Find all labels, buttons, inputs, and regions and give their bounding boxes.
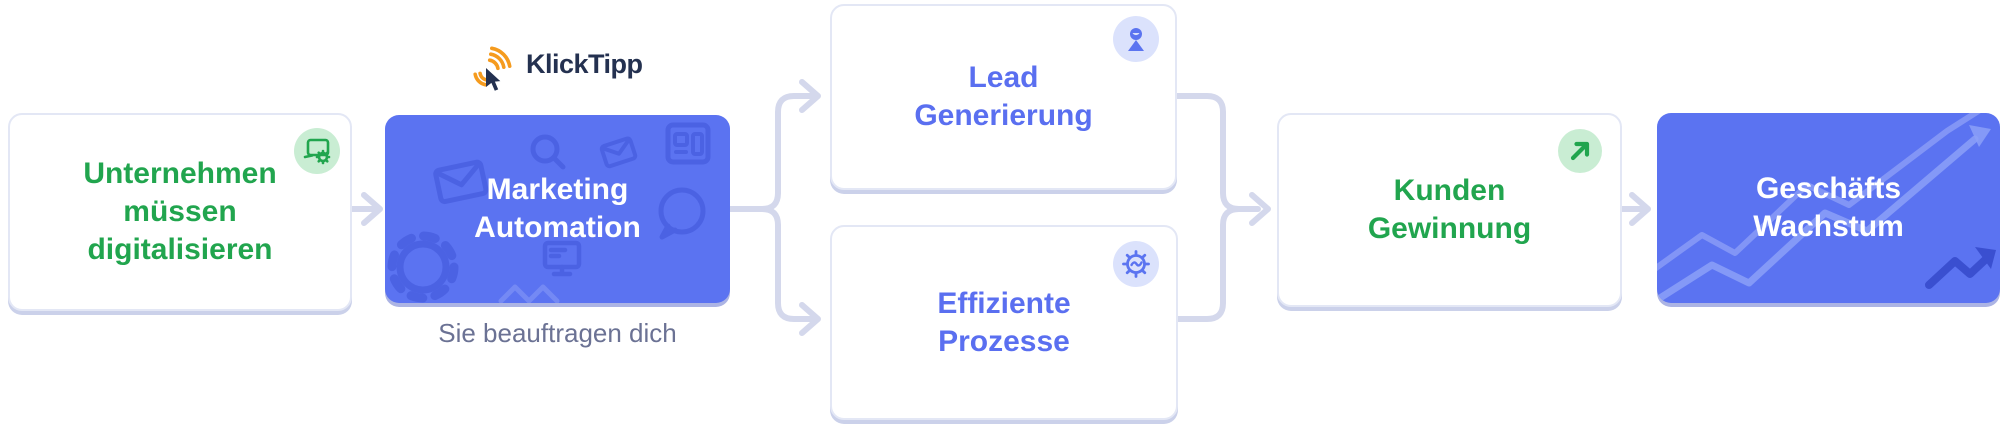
connector-split-down-arrowhead (799, 302, 821, 336)
node-lead-generierung: Lead Generierung (830, 4, 1177, 190)
node-label: Kunden Gewinnung (1367, 174, 1532, 245)
node-kunden-gewinnung: Kunden Gewinnung (1277, 113, 1622, 307)
wave-icon (498, 284, 560, 303)
node-label: Marketing Automation (474, 173, 641, 244)
growth-line-icon (1657, 113, 1981, 271)
speech-bubble-icon (658, 187, 706, 240)
envelope-icon (433, 159, 489, 205)
search-icon (530, 134, 566, 170)
connector-1-arrowhead (361, 192, 383, 226)
node-geschaefts-wachstum: Geschäfts Wachstum (1657, 113, 2000, 303)
browser-window-icon (665, 122, 711, 165)
node-unternehmen-digitalisieren: Unternehmen müssen digitalisieren (8, 113, 352, 311)
marketing-decorations (387, 122, 711, 303)
gear-icon (387, 231, 459, 303)
klicktipp-click-icon (473, 46, 512, 91)
gear-wave-icon (1113, 241, 1159, 287)
envelope-icon (599, 136, 638, 169)
connector-merge-arrowhead (1249, 192, 1271, 226)
annotation-sie-beauftragen-dich: Sie beauftragen dich (438, 318, 677, 348)
node-marketing-automation: Marketing Automation (385, 115, 730, 303)
growth-line-icon (1657, 135, 1979, 303)
node-label: Lead Generierung (914, 61, 1093, 132)
node-label: Geschäfts Wachstum (1753, 172, 1904, 243)
person-icon (1113, 16, 1159, 62)
klicktipp-logo-text: KlickTipp (526, 48, 643, 79)
device-gear-icon (294, 128, 340, 174)
klicktipp-logo: KlickTipp (464, 36, 643, 92)
connector-4-arrowhead (1629, 192, 1651, 226)
node-effiziente-prozesse: Effiziente Prozesse (830, 225, 1178, 420)
connector-split-down (759, 206, 817, 322)
arrow-up-right-icon (1558, 129, 1602, 173)
growth-decorations (1657, 113, 1996, 303)
growth-line-arrowhead (1969, 125, 1991, 147)
trend-arrow-icon (1925, 247, 1996, 289)
connector-split-up-arrowhead (799, 79, 821, 113)
monitor-icon (542, 240, 582, 277)
connector-split-up (759, 93, 817, 212)
connector-merge-top (1174, 93, 1261, 212)
node-label: Effiziente Prozesse (937, 286, 1071, 358)
node-label: Unternehmen müssen digitalisieren (83, 157, 277, 266)
connector-merge-bottom (1175, 206, 1242, 322)
